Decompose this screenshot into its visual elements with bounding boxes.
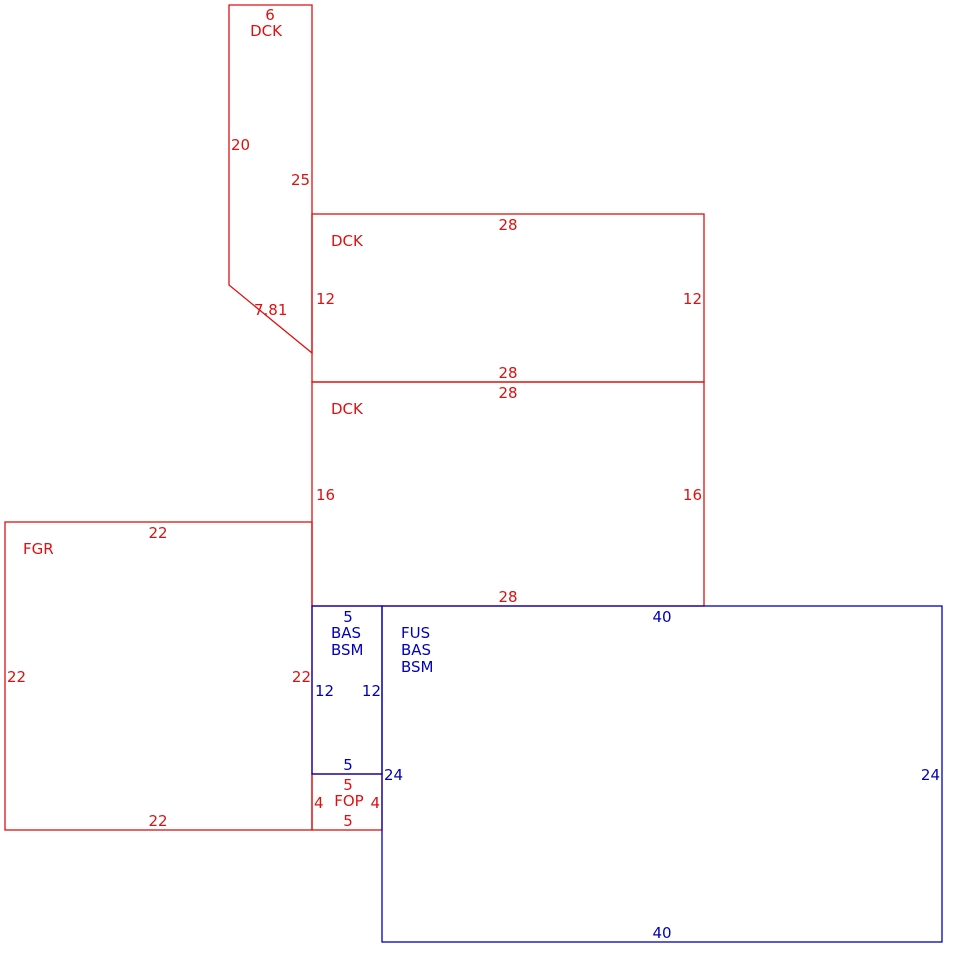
bas-small-left-dim: 12 (315, 682, 334, 700)
area-fop[interactable]: 5 4 FOP 4 5 (311, 773, 383, 831)
area-bas-small[interactable]: 5 BAS BSM 12 12 5 (311, 605, 383, 775)
fus-main-code-3: BSM (401, 658, 434, 676)
dck-lower-code: DCK (331, 400, 364, 418)
area-fus-main[interactable]: 40 FUS BAS BSM 24 24 40 (381, 605, 943, 943)
fus-main-code-1: FUS (401, 624, 430, 642)
fgr-right-dim: 22 (292, 668, 311, 686)
dck-middle-top-dim: 28 (498, 216, 517, 234)
dck-middle-code: DCK (331, 232, 364, 250)
fop-top-dim: 5 (343, 776, 353, 794)
fus-main-outline (381, 605, 943, 943)
dck-middle-bottom-dim: 28 (498, 364, 517, 382)
fus-main-left-dim: 24 (384, 766, 403, 784)
dck-top-code: DCK (250, 22, 283, 40)
dck-top-right-dim: 25 (291, 171, 310, 189)
dck-lower-outline (311, 381, 705, 607)
area-dck-middle[interactable]: 28 DCK 12 12 28 (311, 213, 705, 383)
bas-small-code-1: BAS (331, 624, 361, 642)
fgr-left-dim: 22 (7, 668, 26, 686)
fus-main-bottom-dim: 40 (652, 924, 671, 942)
fgr-outline (4, 521, 313, 831)
area-dck-top[interactable]: 6 DCK 20 25 7.81 (228, 4, 313, 355)
fgr-bottom-dim: 22 (148, 812, 167, 830)
dck-top-top-dim: 6 (265, 6, 275, 24)
dck-lower-left-dim: 16 (316, 486, 335, 504)
bas-small-bottom-dim: 5 (343, 756, 353, 774)
dck-middle-left-dim: 12 (316, 290, 335, 308)
bas-small-code-2: BSM (331, 641, 364, 659)
fop-bottom-dim: 5 (343, 812, 353, 830)
area-dck-lower[interactable]: 28 DCK 16 16 28 (311, 381, 705, 607)
fgr-code: FGR (23, 540, 54, 558)
dck-middle-right-dim: 12 (683, 290, 702, 308)
fop-left-dim: 4 (314, 794, 324, 812)
dck-middle-outline (311, 213, 705, 383)
fus-main-code-2: BAS (401, 641, 431, 659)
dck-lower-bottom-dim: 28 (498, 588, 517, 606)
dck-top-left-dim: 20 (231, 136, 250, 154)
fgr-top-dim: 22 (148, 524, 167, 542)
area-fgr[interactable]: 22 FGR 22 22 22 (4, 521, 313, 831)
dck-lower-right-dim: 16 (683, 486, 702, 504)
fop-code: FOP (334, 792, 363, 810)
dck-lower-top-dim: 28 (498, 384, 517, 402)
bas-small-right-dim: 12 (362, 682, 381, 700)
bas-small-top-dim: 5 (343, 608, 353, 626)
fus-main-top-dim: 40 (652, 608, 671, 626)
fop-right-dim: 4 (370, 794, 380, 812)
dck-top-diagonal-dim: 7.81 (254, 301, 287, 319)
fus-main-right-dim: 24 (921, 766, 940, 784)
